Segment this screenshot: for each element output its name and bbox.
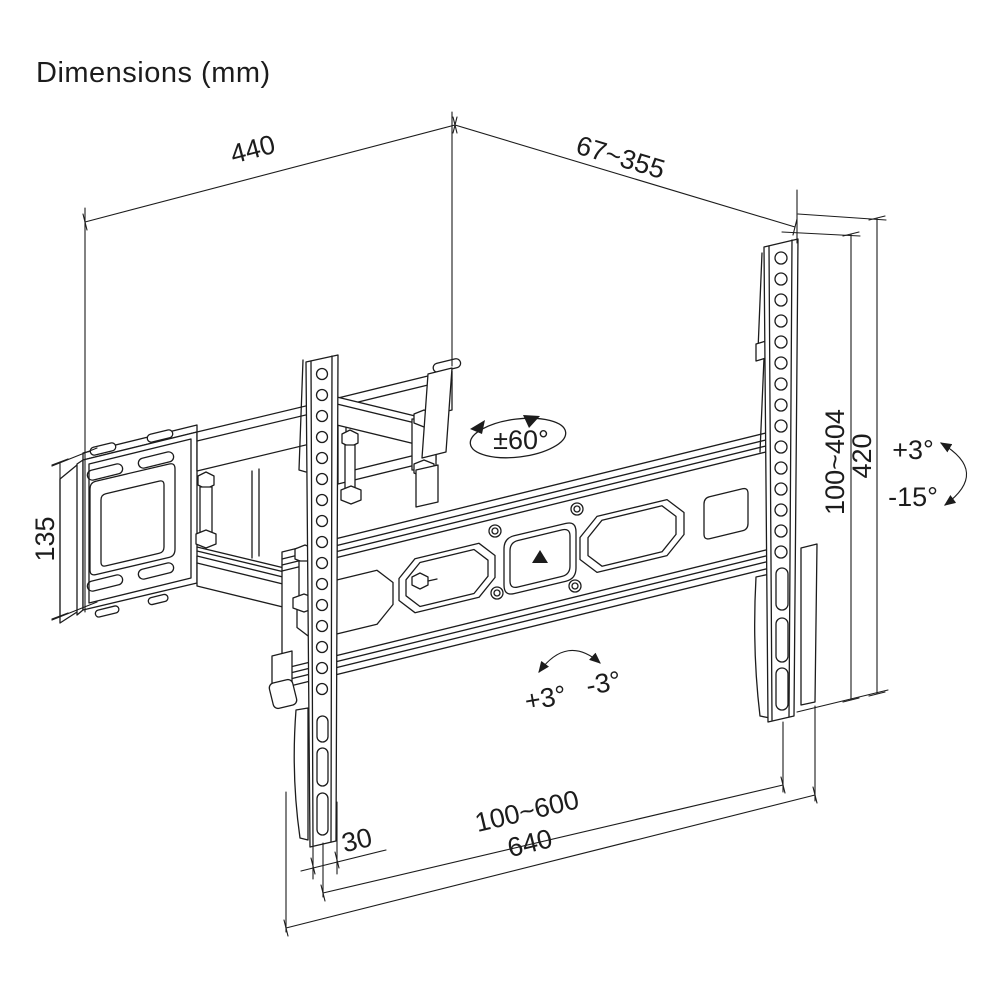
- tilt-down-label: -15°: [888, 482, 938, 512]
- dim-extension-range: 67~355: [452, 116, 798, 236]
- swivel-label: ±60°: [493, 425, 549, 455]
- dim-vesa-height-range: 100~404: [820, 231, 860, 703]
- dim-wall-plate-height: 135: [30, 458, 69, 620]
- logo-triangle-icon: [532, 550, 548, 563]
- dim-vesa-width-range: 100~600: [320, 776, 786, 902]
- swivel-arrow-icon: [469, 417, 567, 459]
- swivel-annotation: ±60°: [469, 415, 567, 459]
- dim-label-30: 30: [339, 822, 375, 858]
- level-pos-label: +3°: [522, 680, 568, 717]
- left-vesa-rail: [293, 354, 339, 848]
- tilt-up-label: +3°: [892, 435, 934, 465]
- crossbar: [268, 431, 818, 710]
- right-vesa-rail: [754, 238, 799, 723]
- level-neg-label: -3°: [584, 665, 623, 701]
- dim-label-420: 420: [847, 433, 877, 478]
- wall-plate: [59, 424, 198, 624]
- level-adjust-annotation: +3° -3°: [522, 649, 623, 717]
- dim-bracket-height: 420: [847, 215, 886, 697]
- dim-label-440: 440: [227, 129, 278, 169]
- dim-label-135: 135: [30, 516, 60, 561]
- dim-wall-plate-width: 440: [82, 116, 458, 231]
- tilt-annotation: +3° -15°: [888, 435, 968, 512]
- dim-label-67-355: 67~355: [573, 130, 669, 185]
- level-arrow-icon: [538, 649, 601, 673]
- tilt-arrow-icon: [939, 442, 968, 506]
- dim-label-100-404: 100~404: [820, 409, 850, 515]
- dim-rail-offset: 30: [300, 822, 387, 875]
- page-title: Dimensions (mm): [36, 57, 271, 89]
